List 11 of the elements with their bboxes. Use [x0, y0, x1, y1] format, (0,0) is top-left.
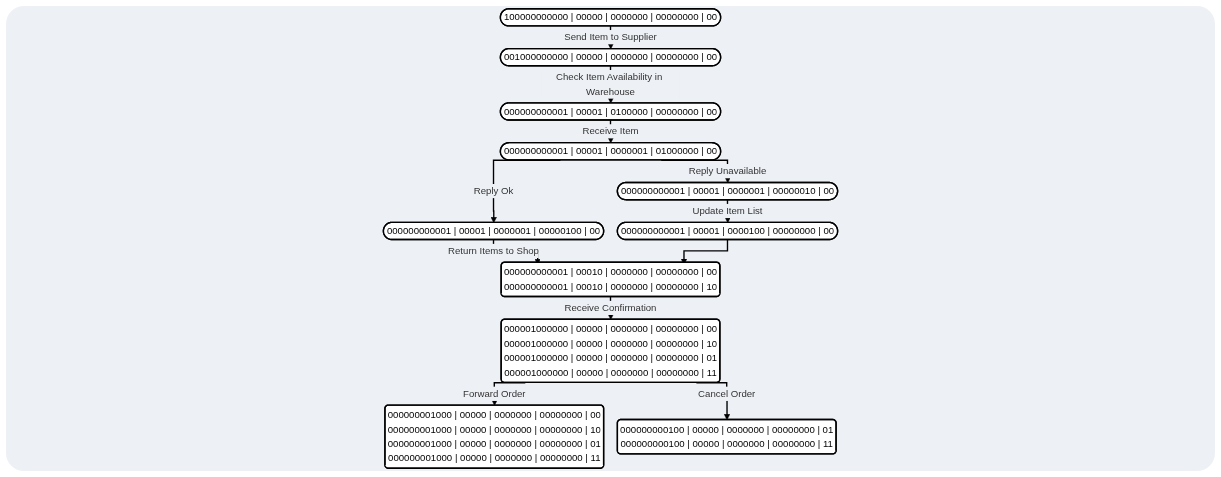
edge-label: Check Item Availability in Warehouse [556, 71, 663, 97]
edge-label: Receive Confirmation [564, 302, 657, 314]
edge-label: Return Items to Shop [448, 245, 539, 257]
edge-label: Reply Ok [473, 185, 514, 197]
edge-label: Send Item to Supplier [564, 31, 657, 43]
edge-label: Reply Unavailable [688, 165, 767, 177]
edge-label: Update Item List [692, 205, 763, 217]
edge-label: Forward Order [463, 387, 526, 399]
edge-label: Receive Item [582, 125, 639, 137]
edge-label: Cancel Order [698, 387, 756, 399]
diagram-background: Send Item to Supplier Check Item Availability in Warehouse Receive Item Reply Ok Reply Unavailable Update Item List Return Items to Shop Receive Confirmation Forward Order Cancel Order 100000000000 | 00000 | 0000000 | 00000000 | 00 001000000000 | 00000 | 0000000 | 00000000 | 00 000000000001 | 00001 | 0100000 | 00000000 | 00 000000000001 | 00001 | 0000001 | 01000000 | 00 000000000001 | 00001 | 0000001 | 00000100 | 00 000000000001 | 00001 | 0000001 | 00000010 | 00 000000000001 | 00001 | 0000100 | 00000000 | 00 000000000001 | 00010 | 0000000 | 00000000 | 00 000000000001 | 00010 | 0000000 | 00000000 | 10 000001000000 | 00000 | 0000000 | 00000000 | 00 000001000000 | 00000 | 0000000 | 00000000 | 10 000001000000 | 00000 | 0000000 | 00000000 | 01 000001000000 | 00000 | 0000000 | 00000000 | 11 000000001000 | 00000 | 0000000 | 00000000 | 00 000000001000 | 00000 | 0000000 | 00000000 | 10 000000001000 | 00000 | 0000000 | 00000000 | 01 000000001000 | 00000 | 0000000 | 00000000 | 11 000000000100 | 00000 | 0000000 | 00000000 | 01 000000000100 | 00000 | 0000000 | 00000000 | 11 [6, 6, 1215, 471]
